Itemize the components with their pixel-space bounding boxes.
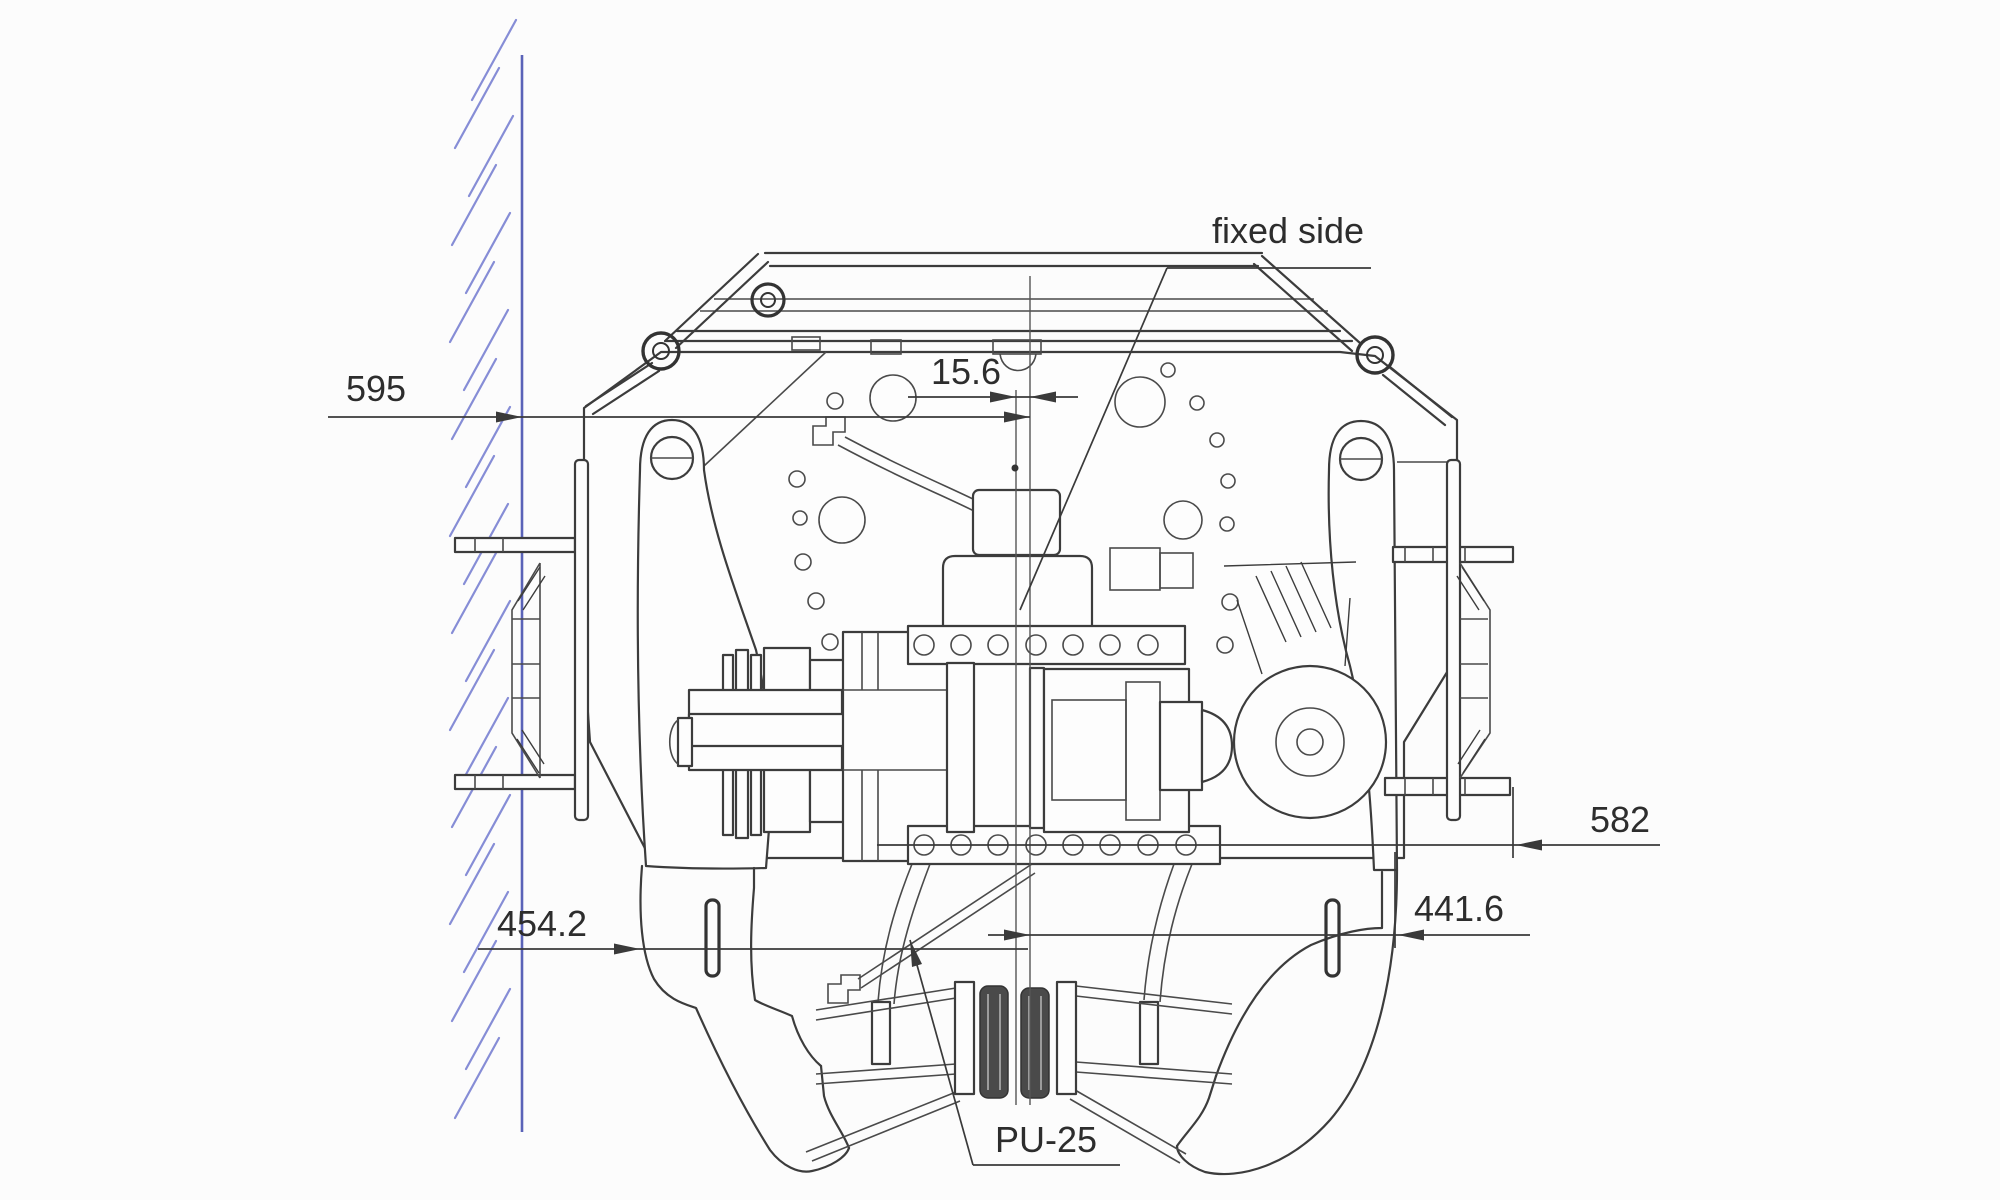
labels: 595 15.6 fixed side 582 441.6 454.2 PU-2… [346,210,1650,1160]
part-label-pu25: PU-25 [995,1119,1097,1160]
dim-15-6 [908,391,1078,403]
top-bar [584,251,1454,427]
pu25-leader [909,939,1120,1166]
right-leg-claw [1175,868,1399,1176]
left-lug-bolt [641,331,681,371]
bar-bolt [750,282,786,318]
plate-holes [788,362,1239,654]
bottom-linkage [805,863,1233,1164]
dim-441-6-label: 441.6 [1414,888,1504,929]
right-lug-bolt [1355,335,1395,375]
left-wall-bracket [453,458,590,822]
cam-disc [1223,561,1388,820]
dim-441-6 [988,852,1530,948]
machine-drawing [453,251,1515,1176]
wall-hatching [448,18,518,1120]
dimension-lines [328,267,1660,1166]
centerlines [1011,276,1031,1105]
pu25-rubber-pads [979,985,1050,1099]
plate-tabs [791,336,1194,591]
dim-582-label: 582 [1590,799,1650,840]
dim-595 [328,411,1030,423]
dim-454-2 [478,943,1028,955]
dim-595-label: 595 [346,368,406,409]
dim-582 [877,787,1660,858]
left-leg-claw [639,864,851,1173]
wall-section [448,18,524,1132]
dim-15-6-label: 15.6 [931,351,1001,392]
left-strut [584,252,770,416]
fixed-side-leader [1019,267,1371,611]
right-wall-bracket [1383,458,1515,822]
right-leg-slot [1324,898,1341,978]
left-leg-slot [704,898,721,978]
central-gripper-assembly [668,624,1234,866]
fixed-jaw-plate [945,661,976,834]
right-strut [1252,254,1454,427]
nose-cone [1200,708,1234,784]
lower-z-clip [827,974,861,1004]
top-bolt-strip [906,624,1187,666]
fixed-side-label: fixed side [1212,210,1364,251]
dim-454-2-label: 454.2 [497,903,587,944]
lower-link-tube [857,863,1036,989]
